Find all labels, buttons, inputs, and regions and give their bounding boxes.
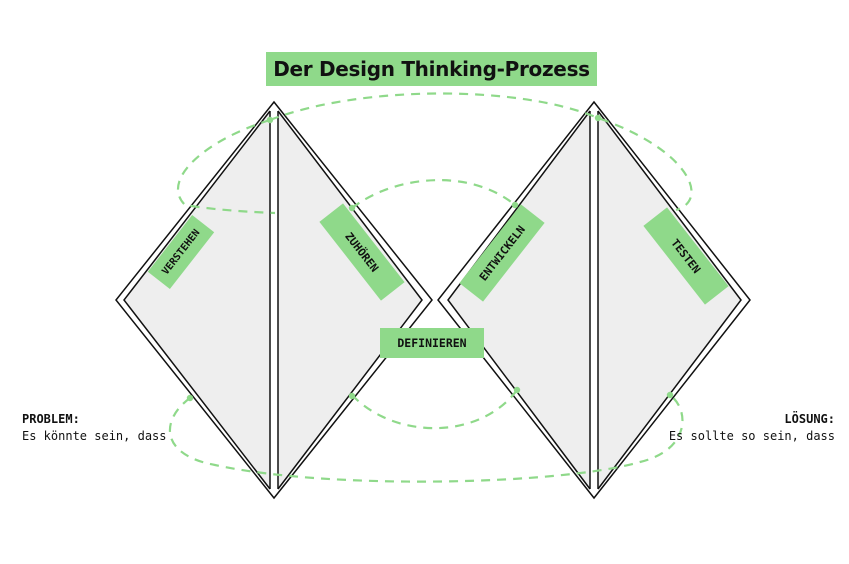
problem-text: Es könnte sein, dass xyxy=(22,429,167,443)
left-diamond-outer-outline xyxy=(115,100,433,500)
right-diamond-left-half xyxy=(448,111,590,489)
outer-top-loop xyxy=(177,118,276,215)
entwickeln-background xyxy=(459,204,545,302)
loop-connection-dots xyxy=(186,114,674,402)
phase-label-definieren: DEFINIEREN xyxy=(397,336,467,350)
outer-bottom-arc xyxy=(168,394,684,483)
right-double-diamond xyxy=(437,100,751,500)
inner-bottom-arc xyxy=(351,389,518,430)
left-diamond-right-half xyxy=(278,111,422,489)
testen-background xyxy=(643,207,729,305)
left-diamond-left-half xyxy=(124,111,270,489)
diagram-title: Der Design Thinking-Prozess xyxy=(273,57,590,81)
problem-note: PROBLEM: Es könnte sein, dass xyxy=(22,411,167,445)
verstehen-background xyxy=(147,215,215,289)
right-diamond-inner-outline-a xyxy=(447,110,591,490)
process-loops xyxy=(168,92,693,483)
solution-note: LÖSUNG: Es sollte so sein, dass xyxy=(669,411,835,445)
right-diamond-inner-outline-b xyxy=(597,110,742,490)
inner-top-arc xyxy=(351,179,516,209)
right-diamond-right-half xyxy=(598,111,741,489)
right-diamond-outer-outline xyxy=(437,100,751,500)
left-diamond-inner-outline-a xyxy=(123,110,271,490)
outer-top-arc xyxy=(269,92,693,212)
problem-heading: PROBLEM: xyxy=(22,412,80,426)
solution-heading: LÖSUNG: xyxy=(784,412,835,426)
title-background xyxy=(266,52,597,86)
left-diamond-inner-outline-b xyxy=(277,110,423,490)
solution-text: Es sollte so sein, dass xyxy=(668,429,835,443)
zuhoeren-background xyxy=(319,203,405,301)
definieren-background xyxy=(380,328,484,358)
left-double-diamond xyxy=(115,100,433,500)
label-backgrounds xyxy=(147,52,729,358)
